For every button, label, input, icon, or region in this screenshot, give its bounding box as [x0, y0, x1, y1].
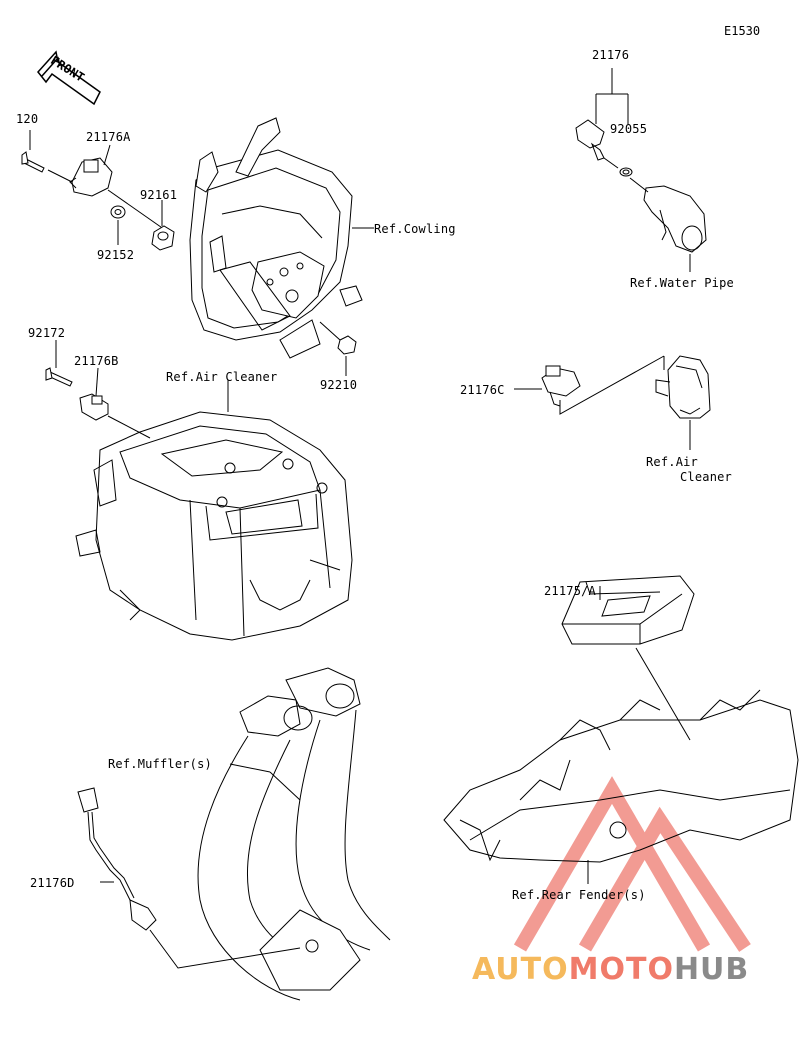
ref-air-cleaner2-line2: Cleaner [680, 470, 732, 484]
sensor-21176C [514, 355, 665, 415]
diagram-code: E1530 [724, 24, 761, 38]
water-pipe [629, 177, 707, 272]
grommet-92161 [151, 200, 175, 251]
ref-air-cleaner-label: Ref.Air Cleaner [166, 370, 278, 384]
air-cleaner-box [75, 380, 353, 641]
part-label-92172: 92172 [28, 326, 66, 340]
front-arrow-icon [37, 50, 101, 106]
part-label-21176B: 21176B [74, 354, 119, 368]
mufflers [197, 667, 391, 1001]
ref-water-pipe-label: Ref.Water Pipe [630, 276, 734, 290]
part-label-92055: 92055 [610, 122, 648, 136]
ref-cowling-label: Ref.Cowling [374, 222, 456, 236]
watermark-part3: HUB [673, 952, 750, 987]
ref-mufflers-label: Ref.Muffler(s) [108, 757, 212, 771]
ref-air-cleaner2-line1: Ref.Air [646, 455, 698, 469]
part-label-21175A: 21175/A [544, 584, 596, 598]
sensor-21176 [575, 68, 633, 177]
rear-fender [443, 689, 799, 884]
part-label-92161: 92161 [140, 188, 178, 202]
part-label-120: 120 [16, 112, 39, 126]
part-label-21176: 21176 [592, 48, 630, 62]
air-cleaner-part [655, 355, 711, 450]
sensor-21176A [47, 144, 169, 233]
cowling-bracket [189, 117, 374, 359]
part-label-21176D: 21176D [30, 876, 75, 890]
watermark-logo [513, 776, 751, 952]
sensor-21176B [45, 340, 151, 439]
bolt-120 [21, 130, 45, 173]
watermark-part1: AUTO [472, 952, 569, 987]
part-label-21176A: 21176A [86, 130, 131, 144]
part-label-92152: 92152 [97, 248, 135, 262]
part-label-92210: 92210 [320, 378, 358, 392]
sensor-21176D [77, 787, 301, 969]
nut-92210 [319, 321, 357, 376]
ref-rear-fender-label: Ref.Rear Fender(s) [512, 888, 646, 902]
ecu-21175A [561, 575, 695, 741]
part-label-21176C: 21176C [460, 383, 505, 397]
watermark-text: AUTOMOTOHUB [472, 952, 749, 987]
washer-92152 [110, 205, 126, 245]
watermark-part2: MOTO [568, 952, 674, 987]
